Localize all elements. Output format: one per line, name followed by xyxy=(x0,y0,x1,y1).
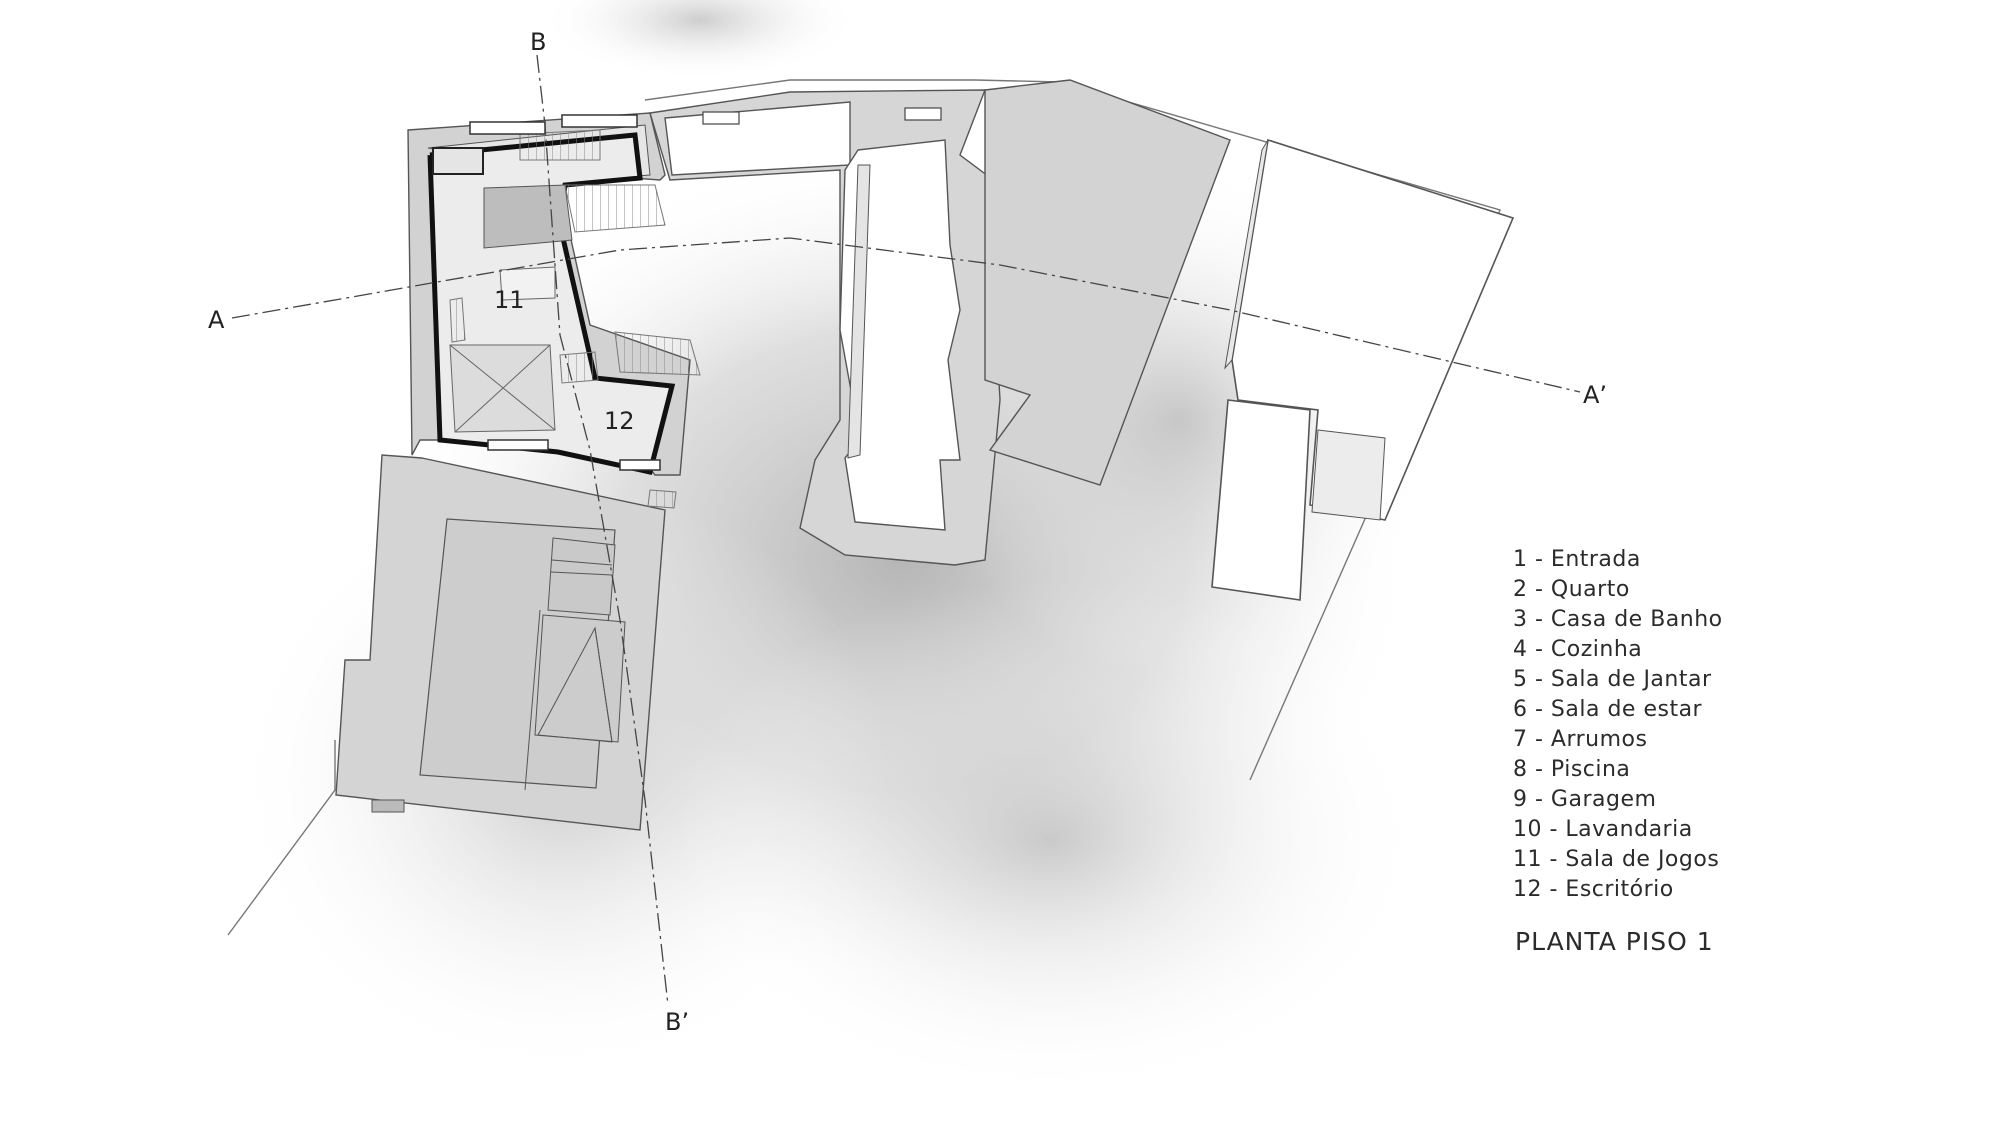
room-number-11: 11 xyxy=(494,286,525,314)
section-marker-a: A xyxy=(208,306,225,334)
legend-item-entrada: 1 - Entrada xyxy=(1513,547,1641,572)
room-legend: 1 - Entrada 2 - Quarto 3 - Casa de Banho… xyxy=(1513,545,1723,905)
section-marker-b-prime: B’ xyxy=(665,1008,689,1036)
section-marker-a-prime: A’ xyxy=(1583,381,1607,409)
legend-item-piscina: 8 - Piscina xyxy=(1513,757,1631,782)
section-marker-b: B xyxy=(530,28,546,56)
central-building xyxy=(649,89,1001,566)
legend-item-escritorio: 12 - Escritório xyxy=(1513,877,1674,902)
legend-item-casa-de-banho: 3 - Casa de Banho xyxy=(1513,607,1723,632)
legend-item-garagem: 9 - Garagem xyxy=(1513,787,1657,812)
legend-item-sala-de-jogos: 11 - Sala de Jogos xyxy=(1513,847,1720,872)
legend-item-cozinha: 4 - Cozinha xyxy=(1513,637,1643,662)
right-building xyxy=(984,79,1515,601)
legend-item-lavandaria: 10 - Lavandaria xyxy=(1513,817,1693,842)
legend-item-quarto: 2 - Quarto xyxy=(1513,577,1630,602)
legend-item-sala-de-jantar: 5 - Sala de Jantar xyxy=(1513,667,1712,692)
plan-title: PLANTA PISO 1 xyxy=(1515,927,1714,956)
legend-item-arrumos: 7 - Arrumos xyxy=(1513,727,1648,752)
legend-item-sala-de-estar: 6 - Sala de estar xyxy=(1513,697,1703,722)
garage-block xyxy=(335,454,666,831)
room-number-12: 12 xyxy=(604,407,635,435)
upper-left-block xyxy=(407,112,701,509)
section-lines xyxy=(231,54,1581,1006)
legend-list: 1 - Entrada 2 - Quarto 3 - Casa de Banho… xyxy=(1513,545,1723,905)
